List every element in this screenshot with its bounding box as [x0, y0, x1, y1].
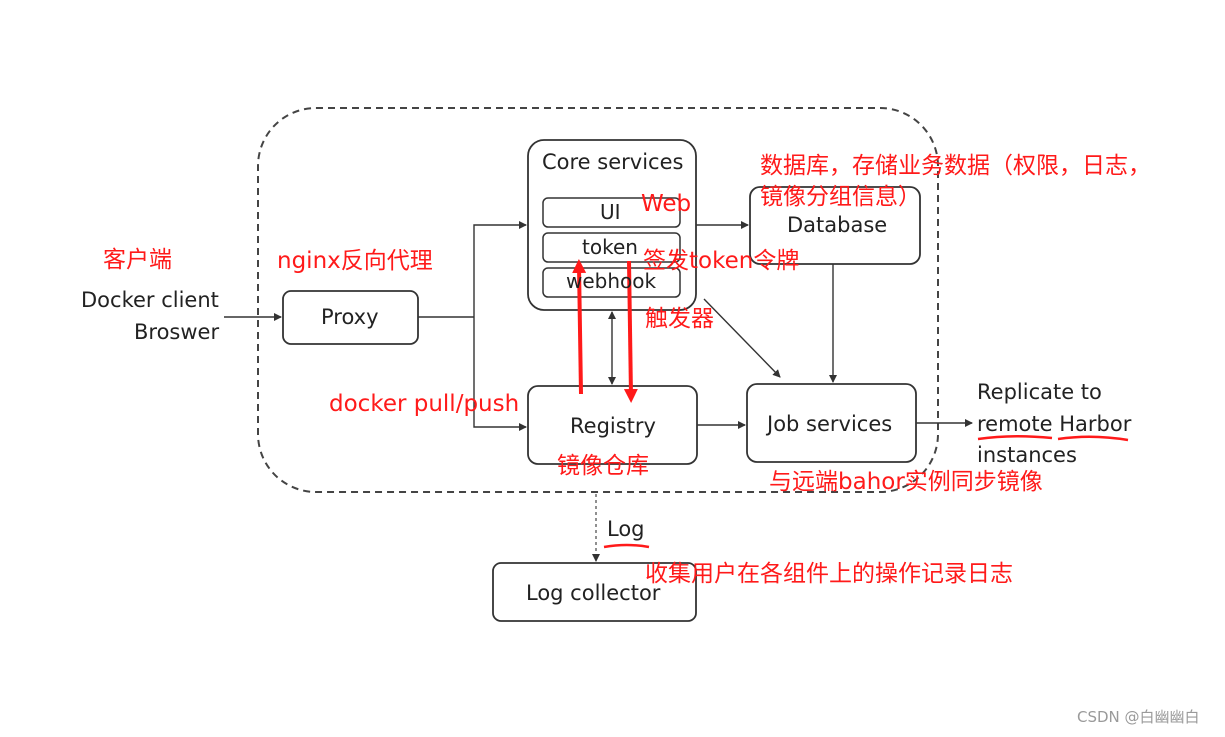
- job-services-label: Job services: [767, 412, 893, 436]
- core-services-title: Core services: [542, 150, 684, 174]
- database-annotation-line1: 数据库，存储业务数据（权限，日志，: [760, 153, 1151, 179]
- proxy-to-core-arrow: [473, 221, 527, 317]
- webhook-item-label: webhook: [566, 269, 657, 293]
- token-item-label: token: [582, 235, 638, 259]
- replicate-line2: remote Harbor: [977, 412, 1132, 436]
- token-item-box: [542, 232, 681, 263]
- database-label: Database: [787, 213, 888, 237]
- red-arrow-up: [572, 259, 587, 395]
- database-box: [749, 186, 921, 265]
- client-label-line2: Broswer: [134, 320, 220, 344]
- harbor-boundary: [257, 107, 939, 493]
- token-annotation: 签发token令牌: [643, 248, 800, 274]
- database-annotation-line2: 镜像分组信息）: [760, 184, 921, 210]
- pull-push-annotation: docker pull/push: [329, 391, 520, 417]
- web-annotation: Web: [641, 191, 692, 217]
- client-annotation: 客户端: [103, 247, 172, 273]
- proxy-annotation: nginx反向代理: [277, 248, 433, 274]
- core-to-job-arrow: [703, 298, 781, 378]
- client-label-line1: Docker client: [81, 288, 219, 312]
- registry-label: Registry: [570, 414, 656, 438]
- log-label: Log: [607, 517, 645, 541]
- log-collector-box: [492, 562, 697, 622]
- job-annotation: 与远端bahor实例同步镜像: [769, 469, 1043, 495]
- watermark: CSDN @白幽幽白: [1077, 708, 1200, 726]
- ui-item-label: UI: [600, 200, 621, 224]
- replicate-line3: instances: [977, 443, 1077, 467]
- ui-item-box: [542, 197, 681, 228]
- underline-remote: [977, 434, 1053, 441]
- webhook-annotation: 触发器: [645, 306, 714, 332]
- underline-harbor: [1057, 435, 1129, 442]
- replicate-line1: Replicate to: [977, 380, 1102, 404]
- registry-annotation: 镜像仓库: [557, 453, 649, 479]
- red-arrow-down: [623, 260, 638, 403]
- proxy-to-registry-arrow: [473, 317, 527, 431]
- log-annotation: 收集用户在各组件上的操作记录日志: [645, 561, 1013, 587]
- underline-log: [603, 543, 650, 549]
- proxy-label: Proxy: [321, 305, 379, 329]
- log-collector-label: Log collector: [526, 581, 661, 605]
